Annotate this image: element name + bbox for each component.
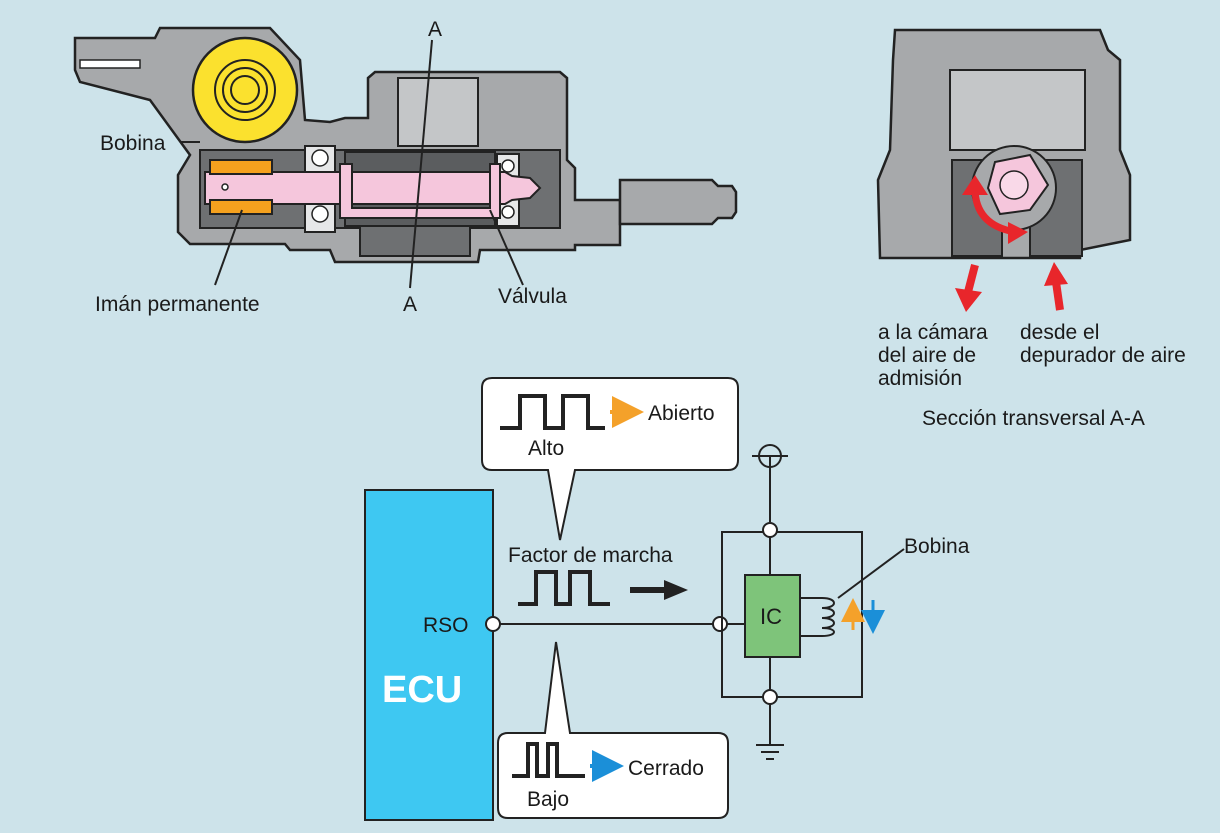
low-signal-callout: Cerrado Bajo — [497, 641, 729, 819]
rso-label: RSO — [423, 614, 469, 637]
magnet-label: Imán permanente — [95, 293, 260, 316]
valve-leader — [489, 209, 524, 286]
ic-block — [744, 574, 801, 658]
ground-symbol — [756, 744, 784, 760]
valve-shaft — [204, 171, 542, 205]
duty-label: Factor de marcha — [508, 544, 673, 567]
rotation-arrowhead-top — [962, 175, 988, 195]
signal-direction-arrow — [630, 580, 688, 600]
flow-out-arrow — [955, 263, 982, 312]
valve-upper-cavity — [397, 77, 479, 147]
circuit-coil-label: Bobina — [904, 535, 970, 558]
flow-in-arrow — [1044, 262, 1068, 311]
ic-label: IC — [760, 604, 782, 629]
module-top-node — [762, 522, 778, 538]
low-waveform — [512, 742, 585, 778]
cross-section-a-a: a la cámara del aire de admisión desde e… — [876, 28, 1186, 430]
section-label-top: A — [428, 18, 442, 41]
to-intake-line-1: a la cámara — [878, 321, 988, 344]
duty-waveform — [518, 570, 610, 606]
low-label: Bajo — [527, 788, 569, 811]
valve-element — [339, 163, 501, 219]
valve-outlet-nozzle — [618, 178, 738, 226]
high-label: Alto — [528, 437, 564, 460]
from-cleaner-line-1: desde el — [1020, 321, 1099, 344]
to-intake-line-2: del aire de — [878, 344, 976, 367]
rso-terminal — [485, 616, 501, 632]
coil-symbol — [800, 597, 835, 637]
to-intake-line-3: admisión — [878, 367, 962, 390]
permanent-magnet-top — [209, 159, 273, 175]
section-label-bottom: A — [403, 293, 417, 316]
cross-section-caption: Sección transversal A-A — [922, 407, 1145, 430]
connector-slot — [79, 59, 141, 69]
ecu-block — [364, 489, 494, 821]
high-signal-callout: Abierto Alto — [481, 377, 739, 541]
magnet-leader — [214, 209, 243, 286]
circuit-diagram: ECU RSO Factor de marcha IC — [364, 377, 970, 821]
module-bottom-node — [762, 689, 778, 705]
valve-label: Válvula — [498, 285, 567, 308]
cross-section-inner-top — [949, 69, 1086, 151]
from-cleaner-line-2: depurador de aire — [1020, 344, 1186, 367]
coil-yellow — [191, 36, 299, 144]
coil-label: Bobina — [100, 132, 166, 155]
coil-leader-line — [837, 548, 905, 599]
high-waveform — [500, 394, 605, 430]
rotary-solenoid-valve: A A Bobina Imán permanente Válvula — [73, 18, 738, 316]
rotation-arrowhead-right — [1008, 222, 1028, 244]
closed-label: Cerrado — [628, 757, 704, 780]
ecu-label: ECU — [382, 669, 462, 711]
module-input-terminal — [712, 616, 728, 632]
open-label: Abierto — [648, 402, 715, 425]
section-line-a — [409, 39, 433, 289]
